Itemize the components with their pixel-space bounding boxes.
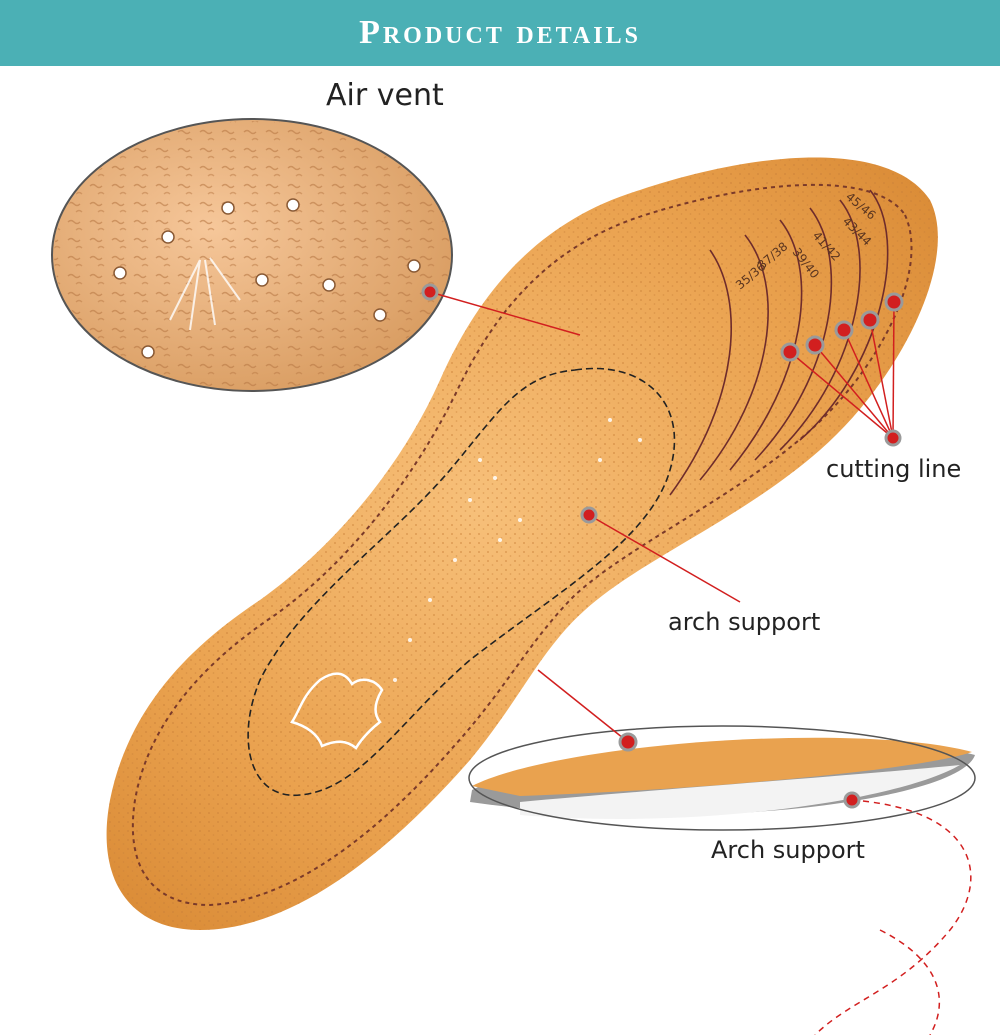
callout-dots [421, 283, 904, 809]
arch-support-side-label: Arch support [711, 836, 865, 864]
cutting-lines [669, 189, 889, 496]
outer-stitch [131, 183, 913, 907]
air-vent-zoom [51, 118, 453, 392]
callouts [429, 291, 972, 1035]
callout-dot [618, 732, 638, 752]
callout-dot [834, 320, 854, 340]
callout-dot [884, 429, 902, 447]
banner-title: Product details [359, 14, 641, 51]
callout-dot [580, 506, 598, 524]
perforations [393, 418, 642, 682]
callout-dot [860, 310, 880, 330]
insole: 45/46 43/44 41/42 39/40 37/38 35/36 [106, 157, 938, 930]
arch-outline [247, 367, 676, 796]
air-vent-label: Air vent [326, 78, 444, 113]
callout-dot [843, 791, 861, 809]
callout-dot [780, 342, 800, 362]
cutting-line-label: cutting line [826, 455, 962, 483]
callout-dot [884, 292, 904, 312]
arch-support-label: arch support [668, 608, 821, 636]
callout-dot [421, 283, 439, 301]
callout-dot [805, 335, 825, 355]
leather-logo-icon [290, 672, 384, 750]
arch-side-view [468, 725, 976, 831]
header-banner: Product details [0, 0, 1000, 66]
